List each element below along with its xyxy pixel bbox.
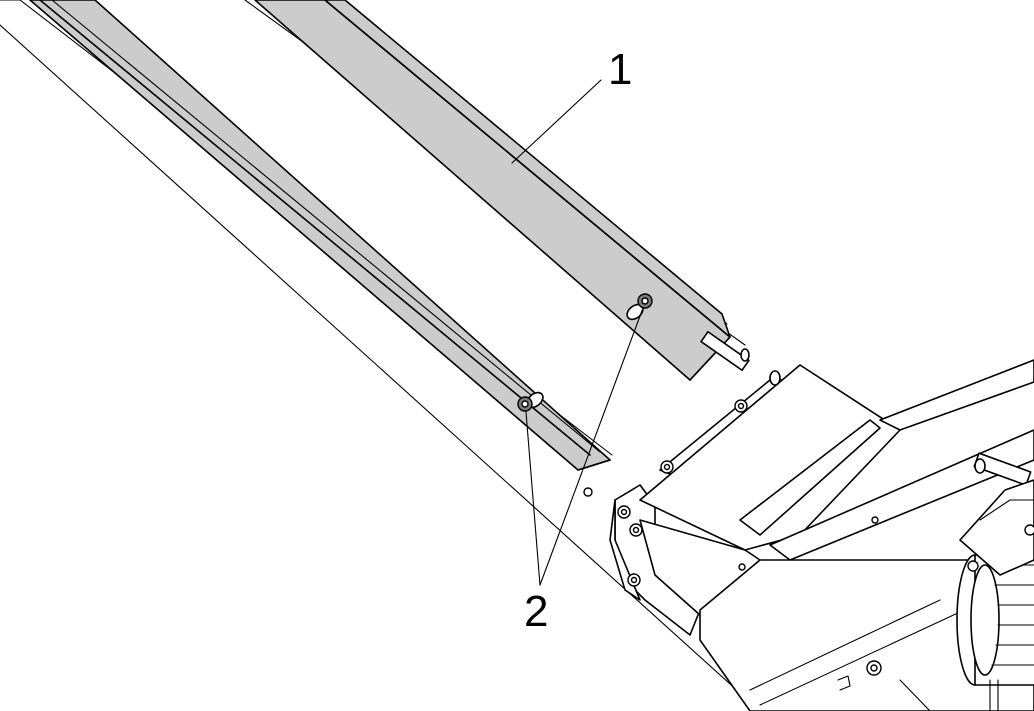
end-bracket: [609, 359, 1034, 711]
drive-motor: [899, 479, 1034, 711]
guide-rail-lower: [29, 0, 611, 471]
shaft-upper: [700, 330, 781, 386]
callout-1-label: 1: [608, 45, 632, 94]
leader-line-1: [511, 79, 602, 164]
leader-lines-2: [525, 307, 644, 586]
callout-2-label: 2: [524, 587, 548, 636]
rail-slot-lower: [517, 391, 544, 412]
bracket-bolts: [583, 399, 882, 676]
shaft-right: [973, 452, 1032, 486]
rail-slot-upper: [626, 293, 653, 321]
guide-rail-upper: [254, 0, 731, 381]
